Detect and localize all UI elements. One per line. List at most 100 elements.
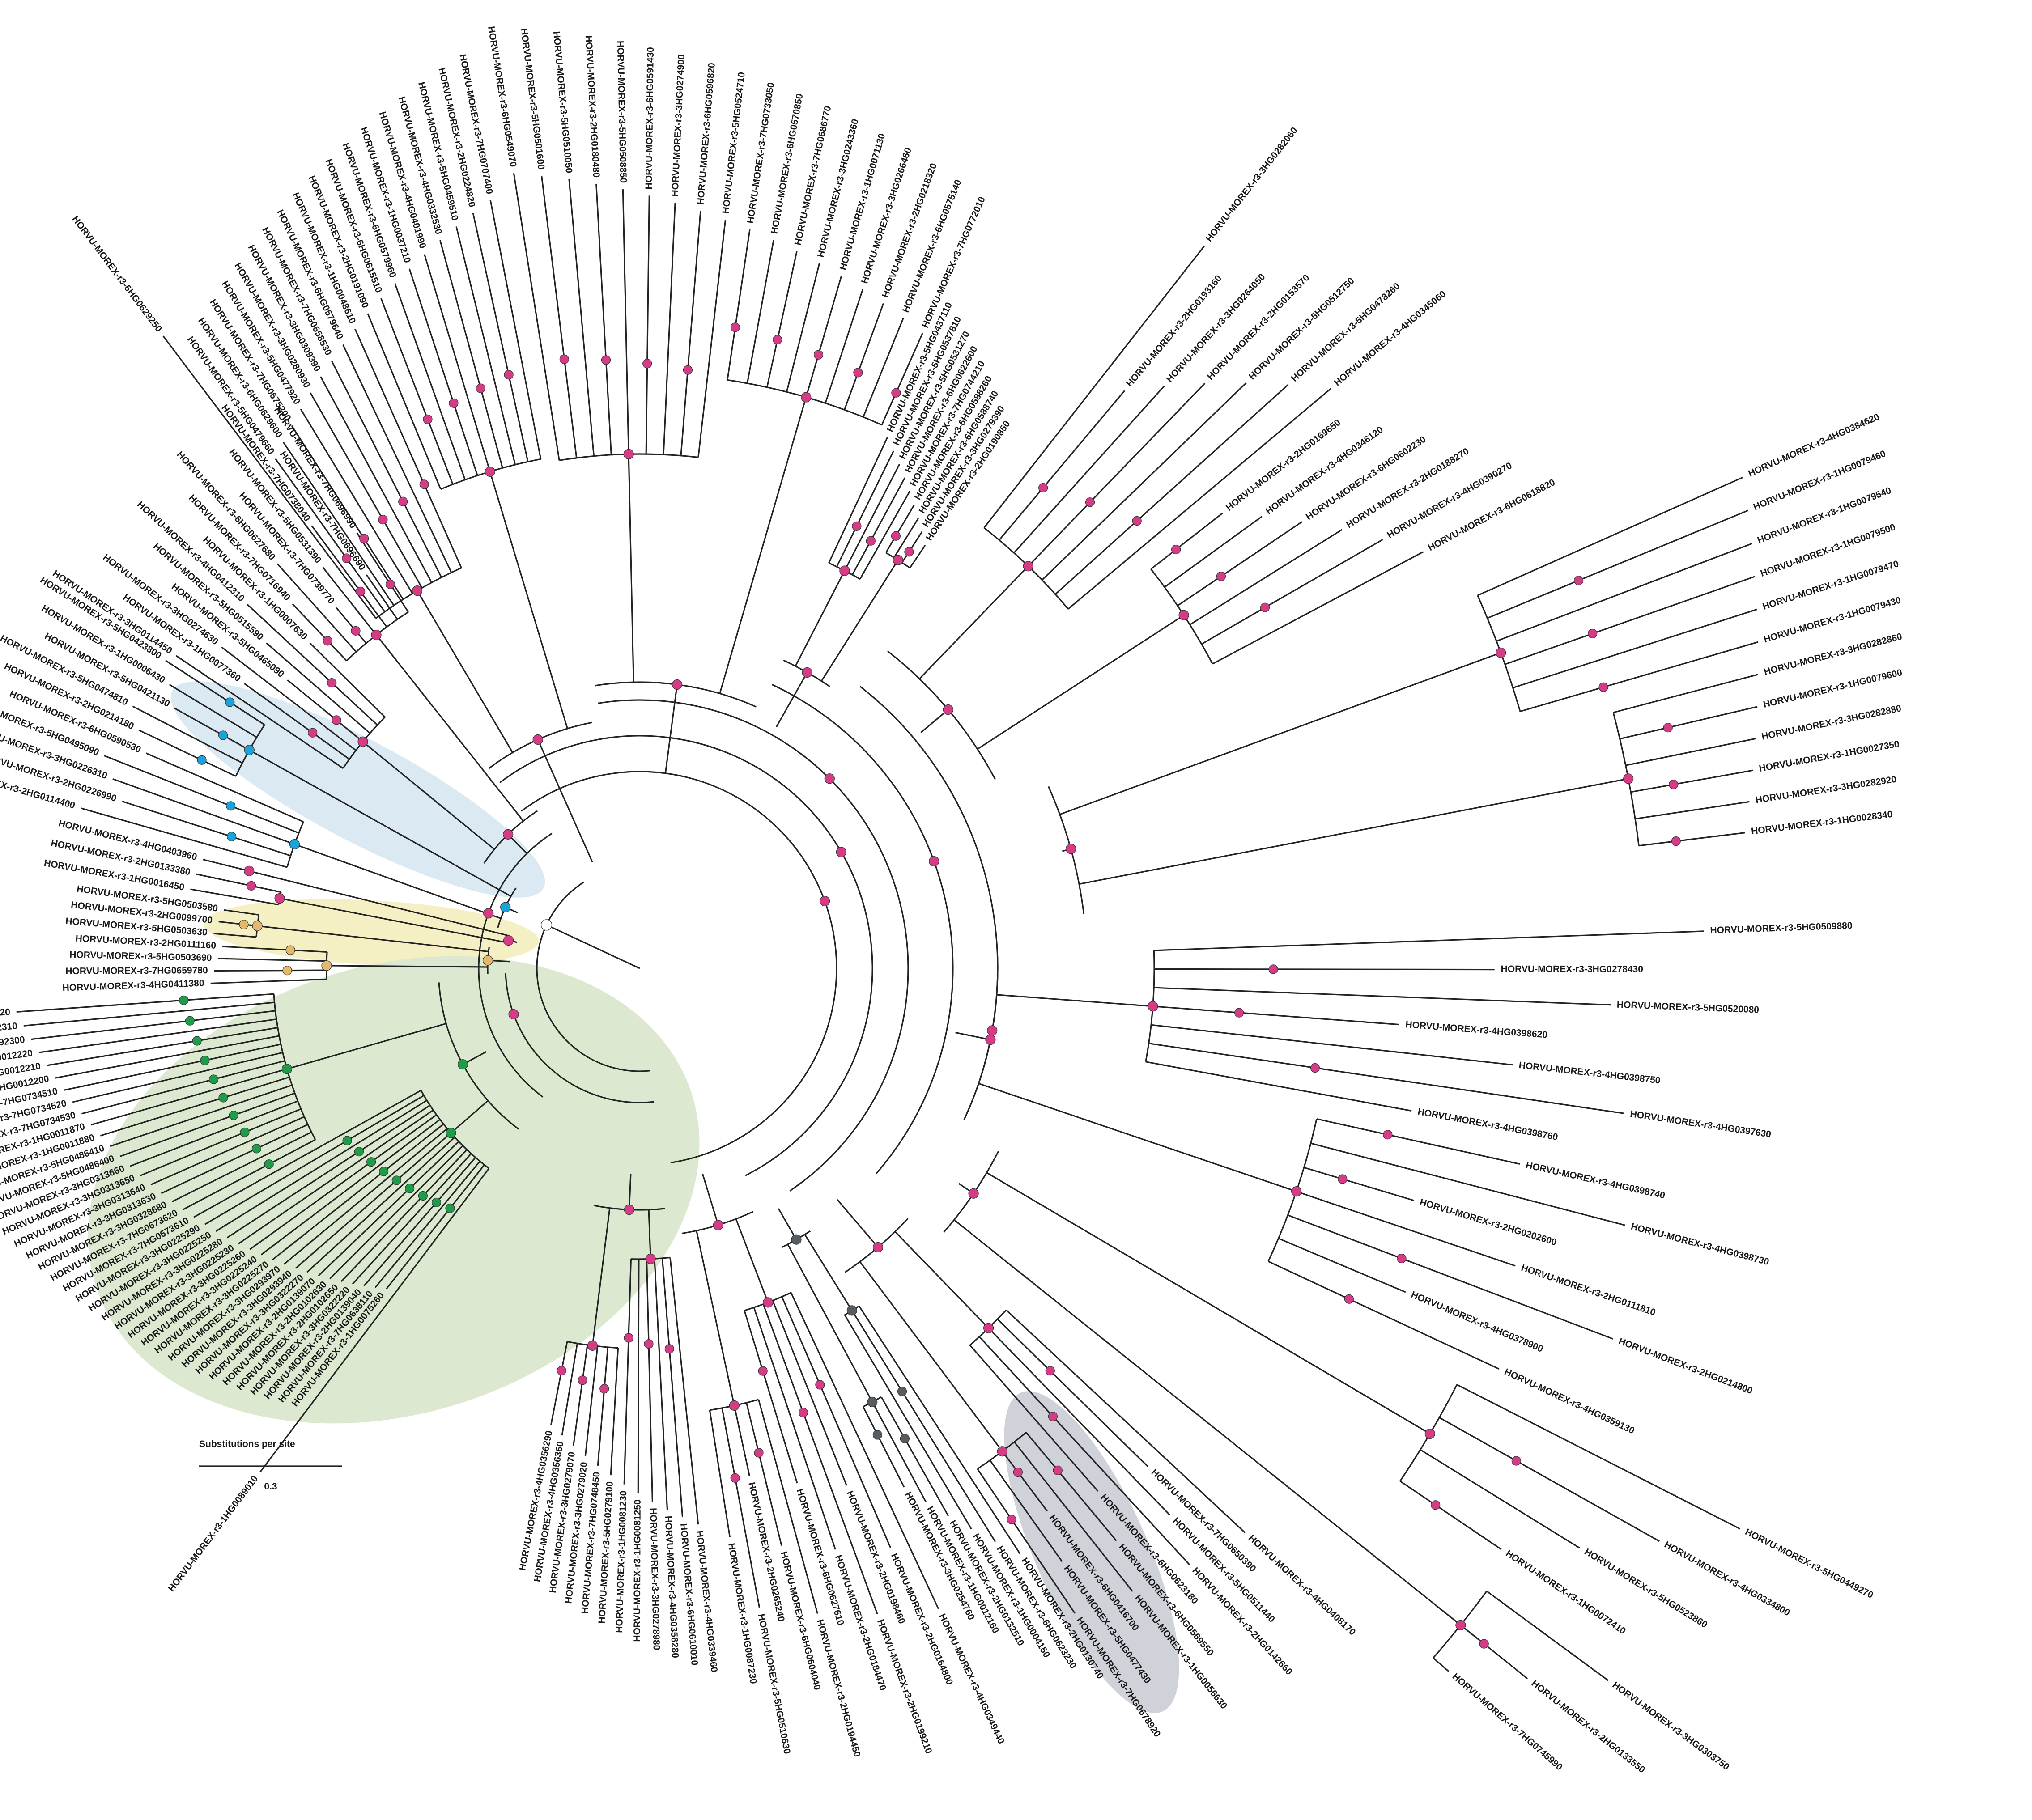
backbone-node: [987, 1025, 998, 1036]
internal-node: [359, 534, 369, 543]
subclade-node: [412, 585, 423, 596]
leaf-branch: [1635, 801, 1750, 820]
leaf-branch: [196, 873, 281, 893]
leaf-branch: [272, 1123, 444, 1260]
leaf-branch: [1486, 1591, 1609, 1681]
clade-node: [672, 679, 683, 690]
internal-node: [200, 1056, 210, 1065]
leaf-branch: [175, 655, 344, 769]
subclade-branch: [294, 843, 502, 919]
leaf-branch: [1189, 529, 1343, 625]
leaf-branch: [983, 245, 1205, 528]
subclade-node: [1496, 647, 1506, 658]
backbone-node: [929, 856, 939, 867]
internal-node: [1338, 1174, 1348, 1184]
subclade-node: [729, 1400, 740, 1411]
leaf-branch: [1639, 832, 1745, 847]
leaf-branch: [244, 683, 350, 760]
leaf-label: HORVU-MOREX-r3-4HG0398740: [1525, 1160, 1666, 1201]
leaf-branch: [880, 1396, 949, 1516]
leaf-branch: [1496, 543, 1752, 642]
leaf-branch: [306, 1137, 455, 1273]
clade-stem: [955, 1031, 991, 1041]
subclade-node: [983, 1323, 994, 1333]
clade-node: [968, 1188, 979, 1199]
leaf-branch: [727, 229, 751, 380]
backbone-arc: [859, 686, 999, 1120]
leaf-label: HORVU-MOREX-r3-5HG0509880: [1710, 921, 1853, 936]
leaf-branch: [1460, 1625, 1528, 1680]
leaf-branch: [766, 251, 798, 388]
subclade-node: [1148, 1001, 1158, 1012]
leaf-label: HORVU-MOREX-r3-2HG0265240: [746, 1481, 786, 1623]
leaf-branch: [550, 1341, 568, 1425]
leaf-branch: [513, 173, 560, 461]
leaf-branch: [568, 179, 595, 456]
clade-stem: [775, 672, 808, 728]
leaf-label: HORVU-MOREX-r3-3HG0282060: [1204, 125, 1300, 244]
leaf-branch: [1630, 769, 1753, 793]
leaf-branch: [1145, 1061, 1412, 1112]
subclade-branch: [249, 749, 511, 897]
leaf-label: HORVU-MOREX-r3-1HG0081250: [632, 1499, 643, 1642]
leaf-label: HORVU-MOREX-r3-5HG0524710: [721, 72, 747, 214]
leaf-branch: [988, 1328, 1170, 1516]
leaf-branch: [331, 360, 442, 578]
subclade-node: [244, 865, 255, 876]
subclade-node: [997, 1446, 1007, 1457]
leaf-branch: [909, 545, 926, 568]
leaf-branch: [23, 1001, 275, 1027]
leaf-branch: [1278, 1238, 1406, 1293]
leaf-branch: [238, 1109, 434, 1244]
leaf-branch: [828, 437, 888, 564]
internal-node: [385, 579, 395, 590]
backbone-arc: [521, 771, 837, 1164]
leaf-branch: [753, 1307, 836, 1550]
leaf-branch: [130, 1100, 298, 1167]
leaf-branch: [112, 778, 295, 845]
leaf-label: HORVU-MOREX-r3-4HG0397630: [1629, 1109, 1772, 1140]
leaf-branch: [171, 1131, 312, 1203]
subclade-node: [801, 392, 812, 403]
leaf-branch: [1042, 382, 1247, 581]
leaf-branch: [645, 195, 650, 454]
grey-clade-highlight: [1004, 1391, 1179, 1713]
internal-node: [327, 678, 337, 688]
leaf-branch: [110, 1084, 293, 1147]
leaf-label: HORVU-MOREX-r3-2HG0214800: [1617, 1336, 1754, 1396]
internal-node: [476, 383, 486, 393]
backbone-node: [508, 1009, 519, 1020]
root-node: [540, 919, 553, 931]
leaf-branch: [997, 1319, 1149, 1468]
leaf-branch: [218, 958, 327, 962]
leaf-branch: [424, 254, 491, 472]
clade-node: [872, 1242, 884, 1253]
leaf-branch: [218, 921, 258, 927]
leaf-branch: [1268, 1260, 1500, 1370]
leaf-label: HORVU-MOREX-r3-3HG0282880: [1760, 703, 1902, 742]
leaf-branch: [709, 1410, 731, 1537]
internal-node: [355, 586, 366, 597]
subclade-branch: [977, 614, 1184, 750]
leaf-branch: [249, 1114, 437, 1250]
internal-node: [247, 881, 256, 891]
leaf-branch: [1177, 521, 1303, 607]
leaf-branch: [275, 458, 386, 612]
internal-node: [323, 636, 333, 646]
clade-node: [624, 1204, 635, 1215]
clade-stem: [628, 1174, 632, 1210]
internal-node: [1171, 544, 1181, 555]
leaf-label: HORVU-MOREX-r3-6HG0629250: [70, 214, 164, 334]
internal-node: [1479, 1639, 1489, 1649]
leaf-branch: [320, 376, 433, 583]
leaf-branch: [1025, 1432, 1117, 1541]
leaf-branch: [758, 1399, 818, 1614]
leaf-branch: [55, 1035, 280, 1079]
clade-node: [802, 667, 812, 678]
internal-node: [730, 1473, 740, 1483]
leaf-branch: [790, 1292, 939, 1609]
leaf-branch: [805, 276, 842, 398]
leaf-branch: [439, 240, 503, 468]
clade-node: [791, 1234, 802, 1245]
leaf-label: HORVU-MOREX-r3-4HG0378900: [1410, 1290, 1545, 1354]
